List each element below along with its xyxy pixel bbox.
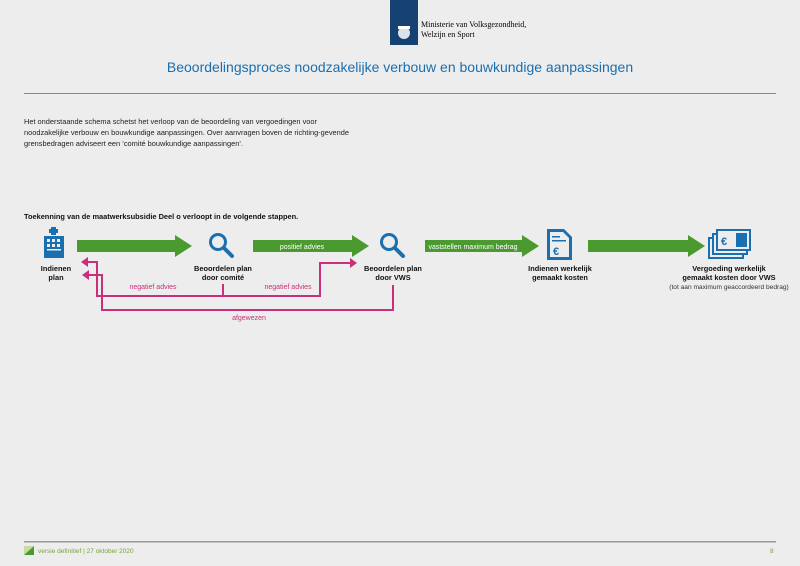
footer-logo-icon bbox=[24, 546, 34, 555]
flow-arrow-1 bbox=[77, 235, 192, 257]
page-number: 8 bbox=[770, 548, 774, 555]
step-5-note: (tot aan maximum geaccordeerd bedrag) bbox=[669, 284, 788, 291]
ministry-name: Ministerie van Volksgezondheid, Welzijn … bbox=[421, 20, 526, 40]
footer-version: versie definitief | 27 oktober 2020 bbox=[38, 548, 134, 555]
feedback-arrowhead-3 bbox=[350, 258, 357, 268]
step-1-label-1: Indienen bbox=[41, 264, 72, 273]
feedback-arrowhead-2 bbox=[82, 270, 89, 280]
ministry-line-1: Ministerie van Volksgezondheid, bbox=[421, 20, 527, 29]
step-4-label-1: Indienen werkelijk bbox=[528, 264, 593, 273]
logo-emblem bbox=[390, 0, 418, 45]
ministry-line-2: Welzijn en Sport bbox=[421, 30, 475, 39]
step-4-label-2: gemaakt kosten bbox=[532, 273, 588, 282]
flow-arrow-3 bbox=[425, 235, 539, 257]
label-negative-2: negatief advies bbox=[264, 284, 312, 291]
feedback-line-negative bbox=[86, 261, 350, 297]
page-title: Beoordelingsproces noodzakelijke verbouw… bbox=[166, 59, 634, 75]
diagram-subtitle: Toekenning van de maatwerksubsidie Deel … bbox=[24, 212, 299, 221]
feedback-arrowhead-1 bbox=[81, 257, 88, 267]
label-negative-1: negatief advies bbox=[129, 284, 177, 291]
hospital-icon bbox=[44, 227, 64, 258]
invoice-euro-icon: € bbox=[547, 229, 572, 260]
header-divider bbox=[24, 93, 776, 94]
flow-arrow-2 bbox=[253, 235, 369, 257]
feedback-line-rejected bbox=[86, 274, 394, 311]
footer-divider bbox=[24, 541, 776, 543]
step-3-label-1: Beoordelen plan bbox=[364, 264, 422, 273]
magnifier-icon bbox=[380, 233, 405, 258]
arrow-label-positive: positief advies bbox=[280, 244, 325, 251]
flow-arrow-4 bbox=[588, 235, 705, 257]
intro-paragraph: Het onderstaande schema schetst het verl… bbox=[24, 117, 350, 148]
label-rejected: afgewezen bbox=[232, 315, 266, 322]
step-2-label-2: door comité bbox=[202, 273, 244, 282]
step-3-label-2: door VWS bbox=[375, 273, 410, 282]
step-2-label-1: Beoordelen plan bbox=[194, 264, 252, 273]
svg-text:€: € bbox=[721, 236, 727, 248]
arrow-label-max: vaststellen maximum bedrag bbox=[428, 244, 517, 251]
step-5-label-1: Vergoeding werkelijk bbox=[692, 264, 766, 273]
step-5-label-2: gemaakt kosten door VWS bbox=[682, 273, 775, 282]
money-euro-icon: € bbox=[708, 229, 751, 259]
step-1-label-2: plan bbox=[48, 273, 64, 282]
svg-text:€: € bbox=[553, 246, 559, 258]
magnifier-icon bbox=[209, 233, 234, 258]
